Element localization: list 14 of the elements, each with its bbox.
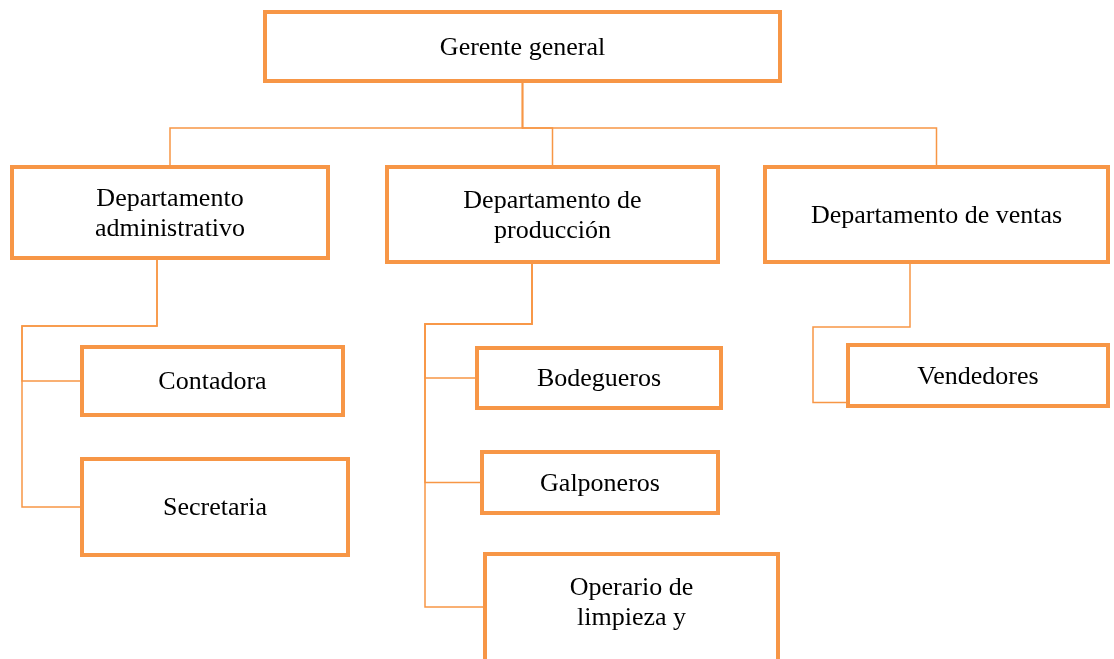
org-box: Departamento de ventas xyxy=(763,165,1110,264)
connector-line xyxy=(521,82,938,166)
org-box: Operario de limpieza y xyxy=(483,552,780,659)
org-box: Departamento de producción xyxy=(385,165,720,264)
connector-line xyxy=(424,263,533,608)
connector-line xyxy=(21,259,158,508)
org-box: Gerente general xyxy=(263,10,782,83)
org-box: Vendedores xyxy=(846,343,1110,408)
org-box: Bodegueros xyxy=(475,346,723,410)
org-box: Secretaria xyxy=(80,457,350,557)
org-box: Departamento administrativo xyxy=(10,165,330,260)
org-box: Contadora xyxy=(80,345,345,417)
connector-line xyxy=(812,263,911,404)
org-box: Galponeros xyxy=(480,450,720,515)
